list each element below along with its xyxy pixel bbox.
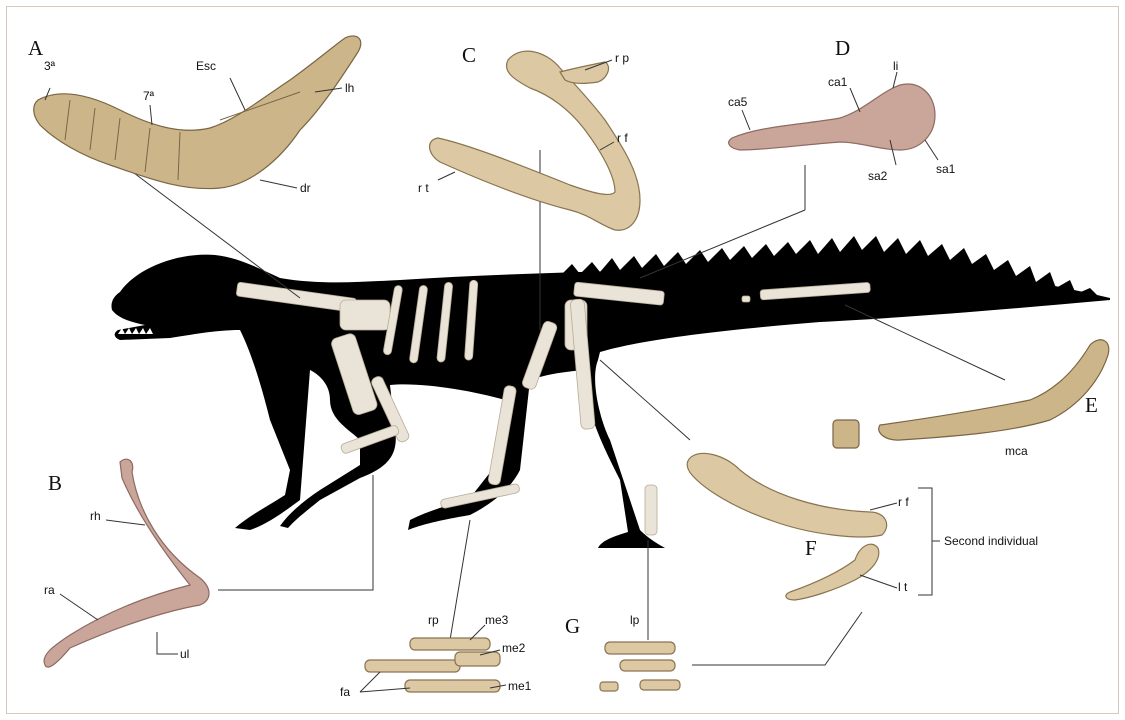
panel-label-g: G xyxy=(565,614,580,638)
panel-d-fossil xyxy=(729,84,935,150)
panel-b-fossil xyxy=(44,459,209,667)
label-second-individual: Second individual xyxy=(944,534,1038,548)
label-e-mca: mca xyxy=(1005,444,1028,458)
label-a-esc: Esc xyxy=(196,59,216,73)
label-a-3a: 3ª xyxy=(44,59,56,73)
label-d-li: li xyxy=(893,59,898,73)
label-d-sa2: sa2 xyxy=(868,169,888,183)
label-g-rp: rp xyxy=(428,613,439,627)
panel-label-c: C xyxy=(462,43,476,67)
label-a-lh: lh xyxy=(345,81,354,95)
label-g-lp: lp xyxy=(630,613,640,627)
label-c-rt: r t xyxy=(418,181,429,195)
panel-c-fossil xyxy=(430,51,640,230)
label-b-rh: rh xyxy=(90,509,101,523)
label-c-rp: r p xyxy=(615,51,629,65)
panel-f-fossil xyxy=(687,453,886,600)
panel-e-fossil xyxy=(833,340,1109,448)
label-b-ra: ra xyxy=(44,583,55,597)
label-g-me1: me1 xyxy=(508,679,532,693)
label-f-rf: r f xyxy=(898,495,909,509)
label-f-lt: l t xyxy=(898,580,908,594)
label-g-me2: me2 xyxy=(502,641,526,655)
label-a-dr: dr xyxy=(300,181,311,195)
panel-label-b: B xyxy=(48,471,62,495)
second-individual-bracket xyxy=(918,488,932,595)
label-c-rf: r f xyxy=(617,131,628,145)
panel-label-d: D xyxy=(835,36,850,60)
panel-label-e: E xyxy=(1085,393,1098,417)
panel-label-a: A xyxy=(28,36,44,60)
label-d-ca1: ca1 xyxy=(828,75,848,89)
label-g-me3: me3 xyxy=(485,613,509,627)
label-g-fa: fa xyxy=(340,685,350,699)
dinosaur-silhouette xyxy=(111,236,1110,548)
label-d-sa1: sa1 xyxy=(936,162,956,176)
label-b-ul: ul xyxy=(180,647,189,661)
label-d-ca5: ca5 xyxy=(728,95,748,109)
label-a-7a: 7ª xyxy=(143,89,155,103)
panel-label-f: F xyxy=(805,536,817,560)
leader-lines xyxy=(130,150,1005,665)
